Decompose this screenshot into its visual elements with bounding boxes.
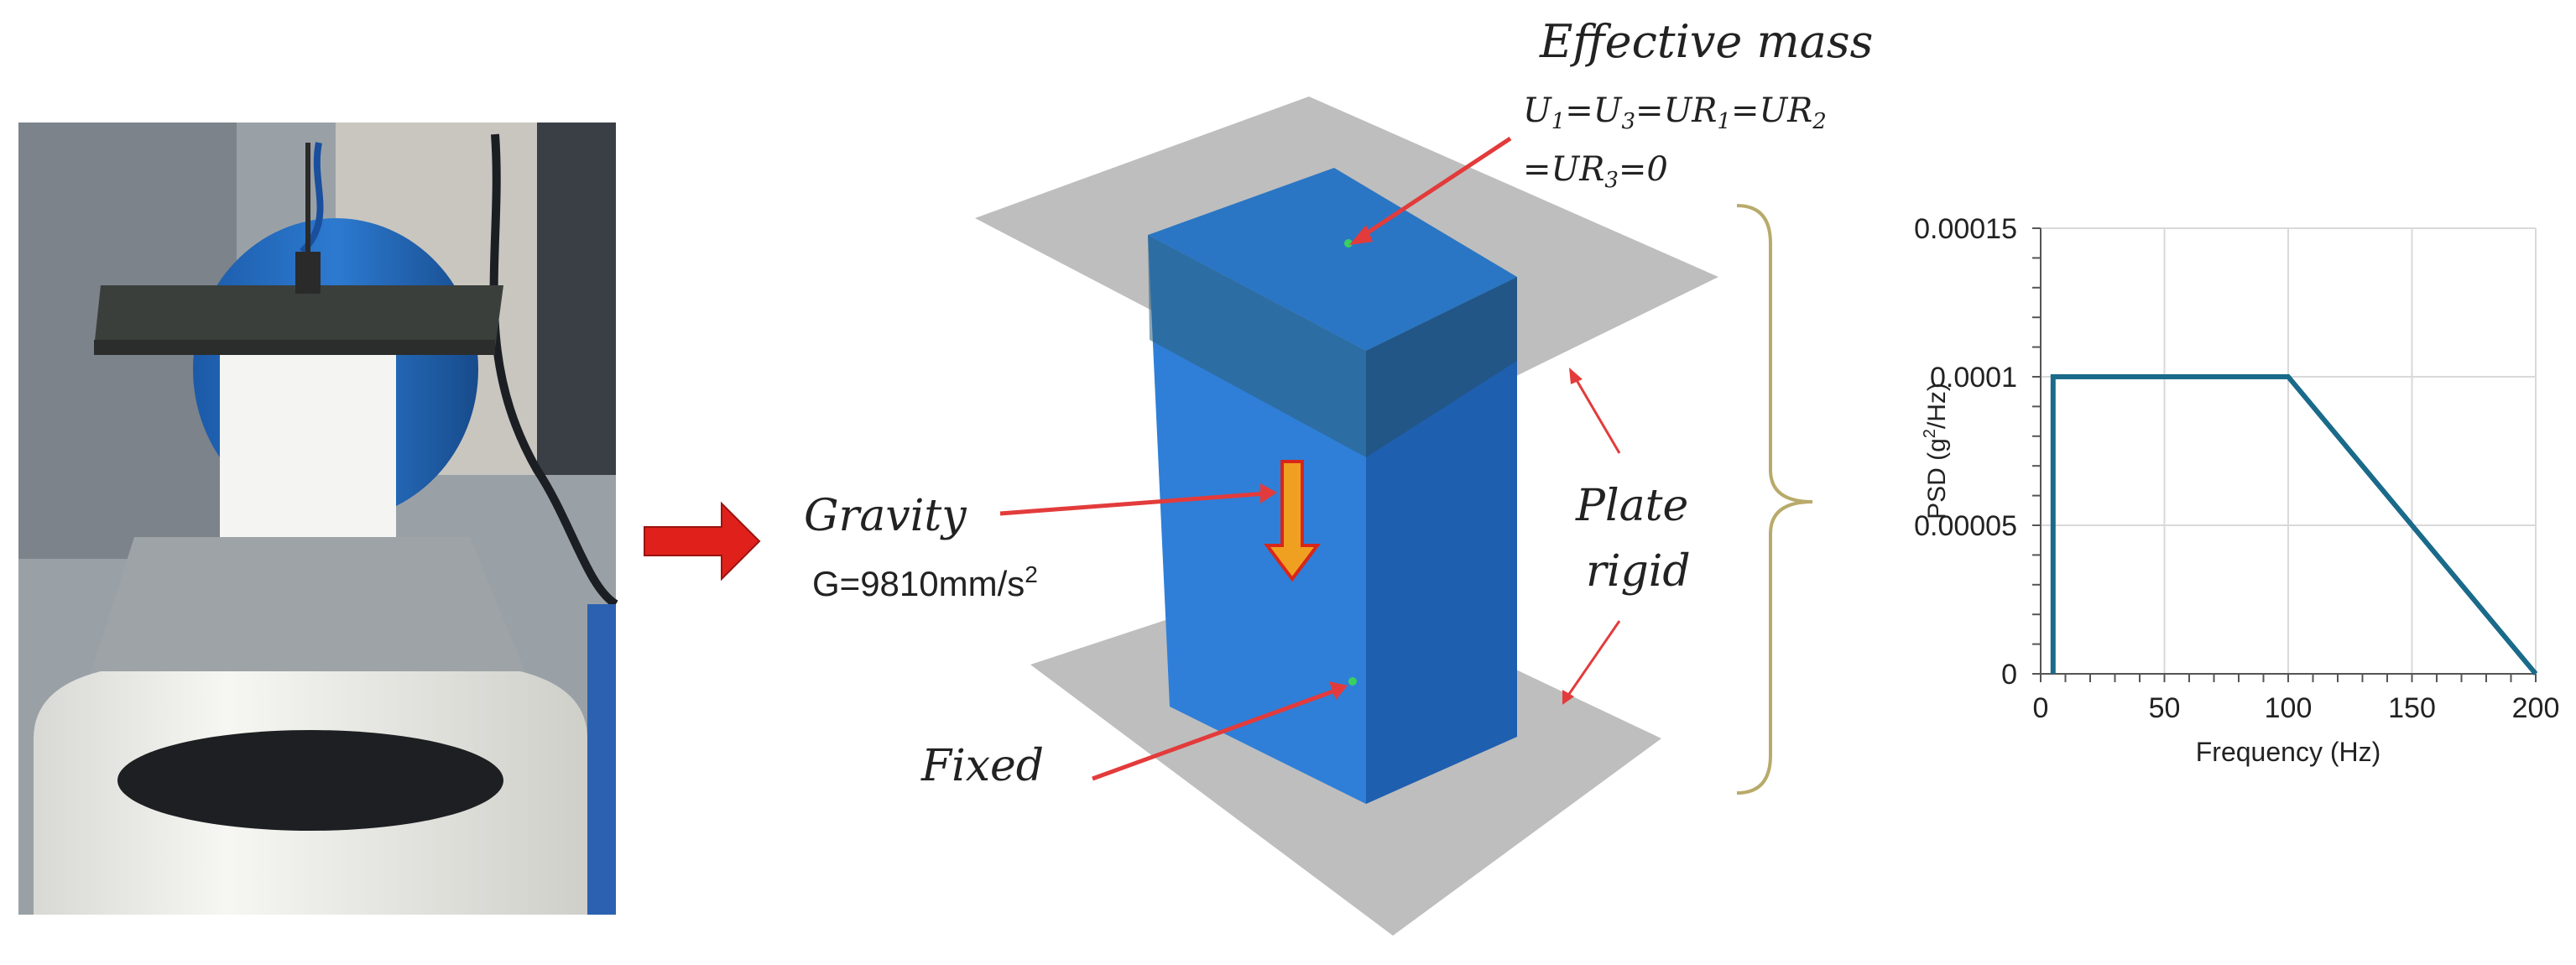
fixed-label: Fixed bbox=[920, 741, 1044, 791]
curly-brace bbox=[1736, 204, 1813, 795]
y-tick-label: 0 bbox=[2001, 659, 2017, 691]
flow-arrow bbox=[644, 501, 761, 582]
fixed-pointer bbox=[1092, 687, 1338, 781]
photo-top-plate bbox=[94, 285, 503, 348]
plate-label: Plate bbox=[1575, 481, 1688, 531]
x-tick-label: 50 bbox=[2149, 692, 2181, 724]
photo-test-setup bbox=[18, 123, 618, 915]
chart-ticks: 0 50 100 150 200 0 0.00005 0.0001 0.00015 bbox=[1914, 213, 2559, 724]
x-tick-label: 0 bbox=[2033, 692, 2049, 724]
psd-series-line bbox=[2050, 374, 2538, 676]
photo-blue-part bbox=[587, 604, 616, 915]
x-tick-label: 200 bbox=[2512, 692, 2560, 724]
x-tick-label: 150 bbox=[2388, 692, 2436, 724]
effective-mass-point bbox=[1344, 239, 1353, 248]
plate-pointer-top bbox=[1572, 375, 1621, 454]
chart-grid bbox=[2040, 227, 2537, 675]
photo-shaker-opening bbox=[117, 730, 503, 831]
photo-top-plate-edge bbox=[94, 340, 495, 355]
photo-dark-frame bbox=[537, 123, 616, 475]
y-axis-label: PSD (g2/Hz) bbox=[1921, 383, 1951, 519]
gravity-pointer-head bbox=[1260, 483, 1277, 503]
plate-pointer-bottom-head bbox=[1562, 690, 1574, 705]
top-plate-overlap bbox=[1148, 235, 1366, 457]
y-tick-label: 0.00005 bbox=[1914, 510, 2017, 542]
effective-mass-pointer bbox=[1356, 136, 1512, 242]
y-tick-label: 0.0001 bbox=[1930, 362, 2017, 394]
fixed-pointer-head bbox=[1329, 681, 1348, 700]
block-top-face bbox=[1148, 168, 1517, 351]
x-tick-label: 100 bbox=[2265, 692, 2313, 724]
fixed-point bbox=[1348, 677, 1357, 686]
gravity-label: Gravity bbox=[804, 491, 967, 541]
effective-mass-constraint-line1: U1=U3=UR1=UR2 bbox=[1523, 91, 1827, 134]
gravity-value: G=9810mm/s2 bbox=[812, 561, 1038, 603]
photo-blue-cable bbox=[300, 142, 324, 254]
plate-pointer-top-head bbox=[1569, 368, 1583, 384]
rigid-label: rigid bbox=[1586, 546, 1691, 597]
top-plate-overlap-side bbox=[1366, 277, 1517, 457]
gravity-pointer bbox=[999, 491, 1268, 516]
chart-axes bbox=[2032, 227, 2537, 682]
y-tick-label: 0.00015 bbox=[1914, 213, 2017, 245]
x-axis-label: Frequency (Hz) bbox=[2196, 737, 2381, 767]
plate-pointer-bottom bbox=[1566, 620, 1621, 697]
fe-model: Effective mass U1=U3=UR1=UR2 =UR3=0 Grav… bbox=[804, 15, 1873, 936]
chart-series bbox=[2050, 374, 2538, 676]
gravity-arrow bbox=[1264, 460, 1321, 582]
photo-accelerometer bbox=[295, 252, 321, 294]
effective-mass-title: Effective mass bbox=[1539, 15, 1873, 68]
psd-chart: 0 50 100 150 200 0 0.00005 0.0001 0.00015 Freque… bbox=[1914, 213, 2559, 767]
effective-mass-pointer-head bbox=[1349, 225, 1373, 245]
photo-hose bbox=[489, 133, 618, 608]
effective-mass-constraint-line2: =UR3=0 bbox=[1523, 150, 1668, 193]
